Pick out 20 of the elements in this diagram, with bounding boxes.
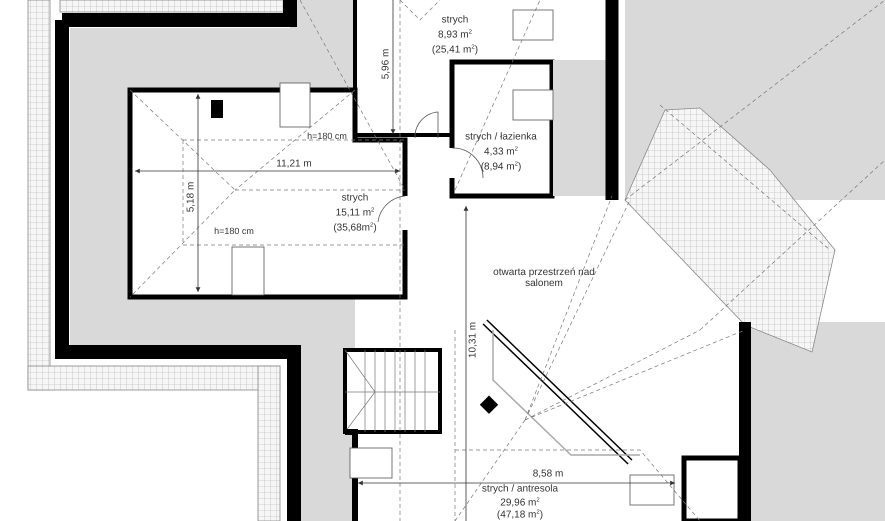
room-area: (8,94 m$^{2}$) xyxy=(480,161,522,173)
room-name: strych xyxy=(342,192,368,204)
room-area: (47,18 m$^{2}$) xyxy=(496,509,544,521)
room-name: strych / łazienka xyxy=(465,132,537,142)
room-name: otwarta przestrzeń nad salonem xyxy=(492,267,596,289)
dimension-label: 10,31 m xyxy=(468,322,478,358)
dimension-label: 5,96 m xyxy=(380,48,392,80)
room-area: (35,68m$^{2}$) xyxy=(333,222,377,234)
height-note: h=180 cm xyxy=(214,227,254,237)
room-name: strych / antresola xyxy=(482,484,558,494)
room-name: strych xyxy=(442,14,468,26)
dimension-label: 8,58 m xyxy=(532,468,564,480)
dimension-label: 5,18 m xyxy=(186,182,196,212)
dimension-label: 11,21 m xyxy=(276,158,312,170)
room-area: 4,33 m$^{2}$ xyxy=(484,146,518,158)
room-area: 15,11 m$^{2}$ xyxy=(336,207,374,219)
room-area: (25,41 m$^{2}$) xyxy=(432,44,478,56)
room-area: 8,93 m$^{2}$ xyxy=(438,29,472,41)
room-area: 29,96 m$^{2}$ xyxy=(500,497,540,509)
height-note: h=180 cm xyxy=(307,132,347,142)
